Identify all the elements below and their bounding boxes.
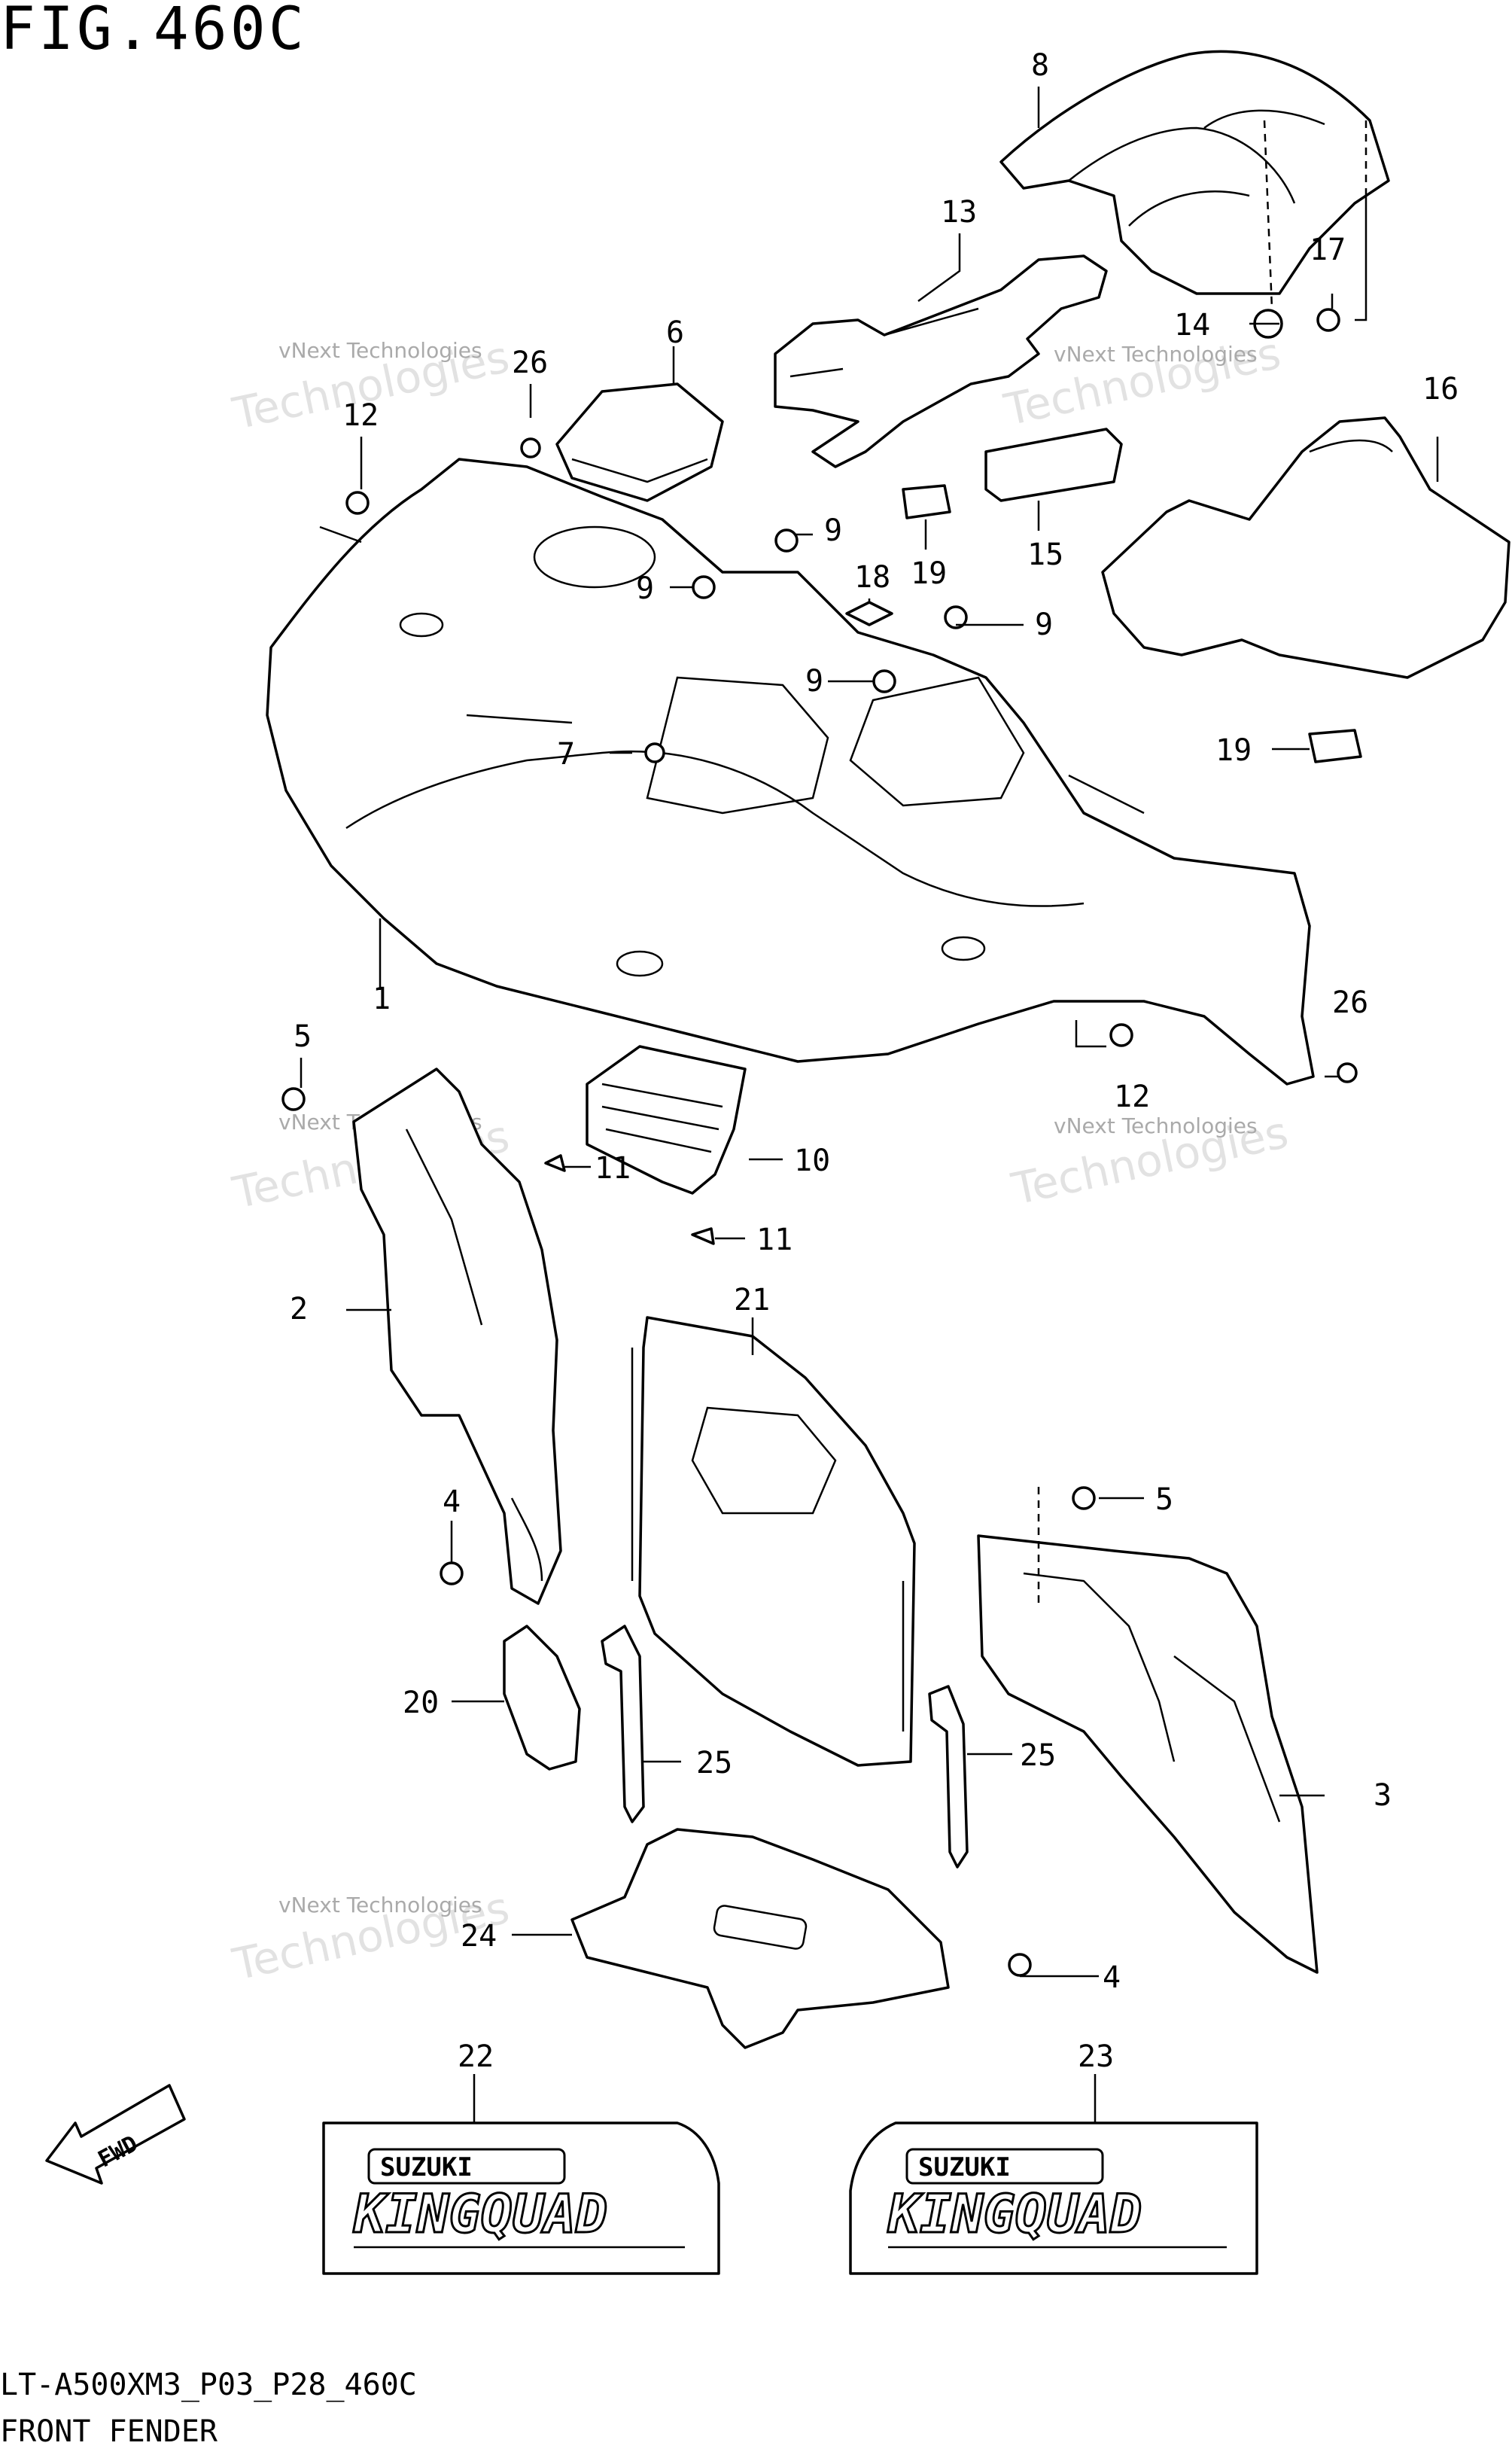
callout-4: 4 [1103,1960,1121,1995]
callout-10: 10 [794,1144,830,1178]
decal-23: SUZUKI KINGQUAD [849,2121,1258,2275]
callout-20: 20 [403,1686,439,1720]
callout-14: 14 [1174,308,1210,343]
fwd-arrow-icon: FWD [45,2084,186,2185]
callout-17: 17 [1310,233,1346,267]
part-13-bracket [774,254,1108,468]
callout-4: 4 [443,1485,461,1519]
part-24-skid-plate [570,1828,950,2049]
part-1-front-fender [266,458,1315,1086]
figure-name: FRONT FENDER [0,2414,218,2449]
callout-25: 25 [696,1746,732,1780]
callout-8: 8 [1031,48,1049,83]
part-10-grille [586,1045,747,1195]
callout-25: 25 [1020,1738,1056,1773]
callout-11: 11 [756,1223,793,1257]
decal-23-brand: SUZUKI [918,2152,1011,2182]
svg-text:vNext Technologies: vNext Technologies [1054,342,1258,367]
callout-24: 24 [461,1919,497,1954]
callout-19: 19 [1215,733,1252,768]
callout-9: 9 [824,513,842,548]
figure-title: FIG.460C [0,0,307,63]
model-code: LT-A500XM3_P03_P28_460C [0,2368,417,2402]
svg-text:vNext Technologies: vNext Technologies [1054,1113,1258,1138]
callout-19: 19 [911,556,947,591]
callout-12: 12 [1114,1080,1150,1114]
callout-5: 5 [1155,1482,1173,1517]
callout-1: 1 [373,982,391,1016]
part-25-cable-tie [928,1685,969,1869]
svg-text:vNext Technologies: vNext Technologies [278,1893,482,1917]
callout-16: 16 [1422,372,1459,407]
watermark: Technologies vNext Technologies [999,327,1285,436]
callout-12: 12 [342,398,379,433]
callout-13: 13 [941,195,977,230]
part-15-pad [984,428,1123,502]
callout-3: 3 [1374,1778,1392,1813]
part-18-seal [845,601,893,626]
callout-21: 21 [734,1283,770,1317]
callout-22: 22 [458,2039,494,2074]
callout-23: 23 [1078,2039,1114,2074]
callout-26: 26 [1332,985,1368,1020]
part-3-right-inner-fender [977,1534,1319,1974]
part-2-left-inner-fender [352,1068,562,1605]
callouts: 1 2 3 4 4 5 5 6 7 8 9 9 9 9 10 11 11 12 … [290,48,1459,2074]
callout-9: 9 [805,664,823,699]
decal-22: SUZUKI KINGQUAD [322,2121,720,2275]
callout-11: 11 [595,1151,631,1186]
callout-9: 9 [1035,608,1053,642]
decal-22-brand: SUZUKI [380,2152,473,2182]
part-25-cable-tie [601,1625,645,1823]
part-19-cushion [902,484,951,519]
callout-7: 7 [557,737,575,772]
part-16-side-panel [1101,416,1510,679]
part-19-cushion [1308,729,1362,763]
callout-26: 26 [512,346,548,380]
callout-2: 2 [290,1292,308,1326]
callout-18: 18 [854,560,890,595]
watermark: Technologies vNext Technologies [1007,1107,1293,1215]
part-20-bracket [503,1625,581,1771]
part-8-front-cover [999,50,1390,295]
part-6-lid [555,382,724,502]
part-21-center-panel [631,1316,916,1767]
callout-6: 6 [666,315,684,350]
leader-lines [300,87,1439,2130]
decal-22-model: KINGQUAD [353,2183,607,2245]
svg-text:vNext Technologies: vNext Technologies [278,338,482,363]
callout-15: 15 [1027,538,1063,572]
callout-9: 9 [636,571,654,606]
callout-5: 5 [294,1019,312,1054]
decal-23-model: KINGQUAD [887,2183,1142,2245]
